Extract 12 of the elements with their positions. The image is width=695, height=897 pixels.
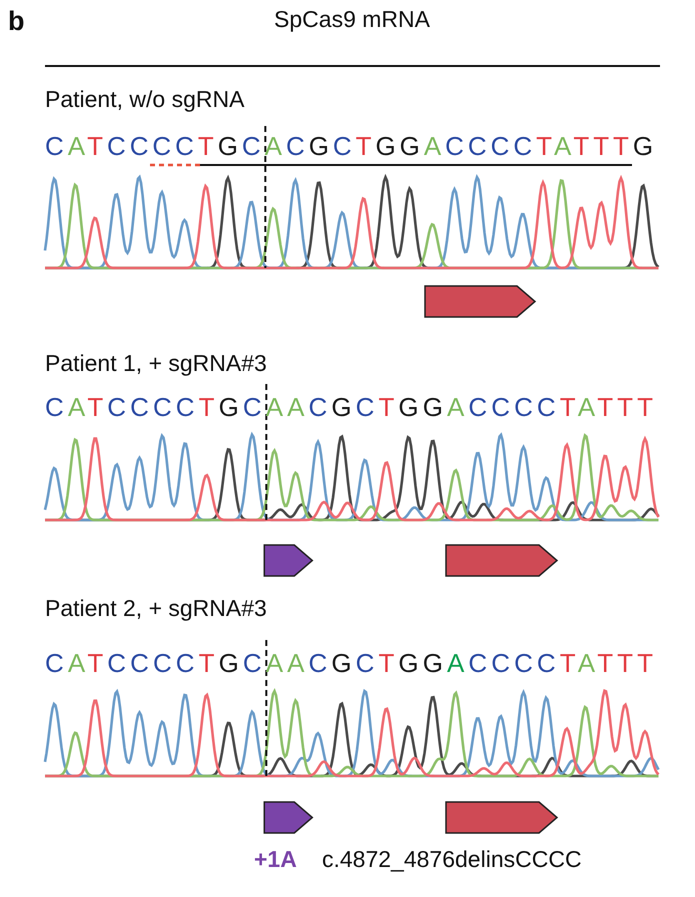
panel-letter: b	[8, 8, 24, 35]
insertion-label: +1A	[254, 848, 297, 871]
deletion-marker	[445, 801, 558, 834]
insertion-marker	[264, 544, 314, 577]
panel-title: SpCas9 mRNA	[273, 8, 431, 31]
sample-label: Patient 1, + sgRNA#3	[45, 352, 267, 375]
deletion-marker	[424, 285, 536, 318]
variant-label: c.4872_4876delinsCCCC	[322, 848, 582, 871]
insertion-marker	[264, 801, 314, 834]
deletion-marker	[445, 544, 558, 577]
sample-label: Patient 2, + sgRNA#3	[45, 597, 267, 620]
sample-label: Patient, w/o sgRNA	[45, 88, 244, 111]
